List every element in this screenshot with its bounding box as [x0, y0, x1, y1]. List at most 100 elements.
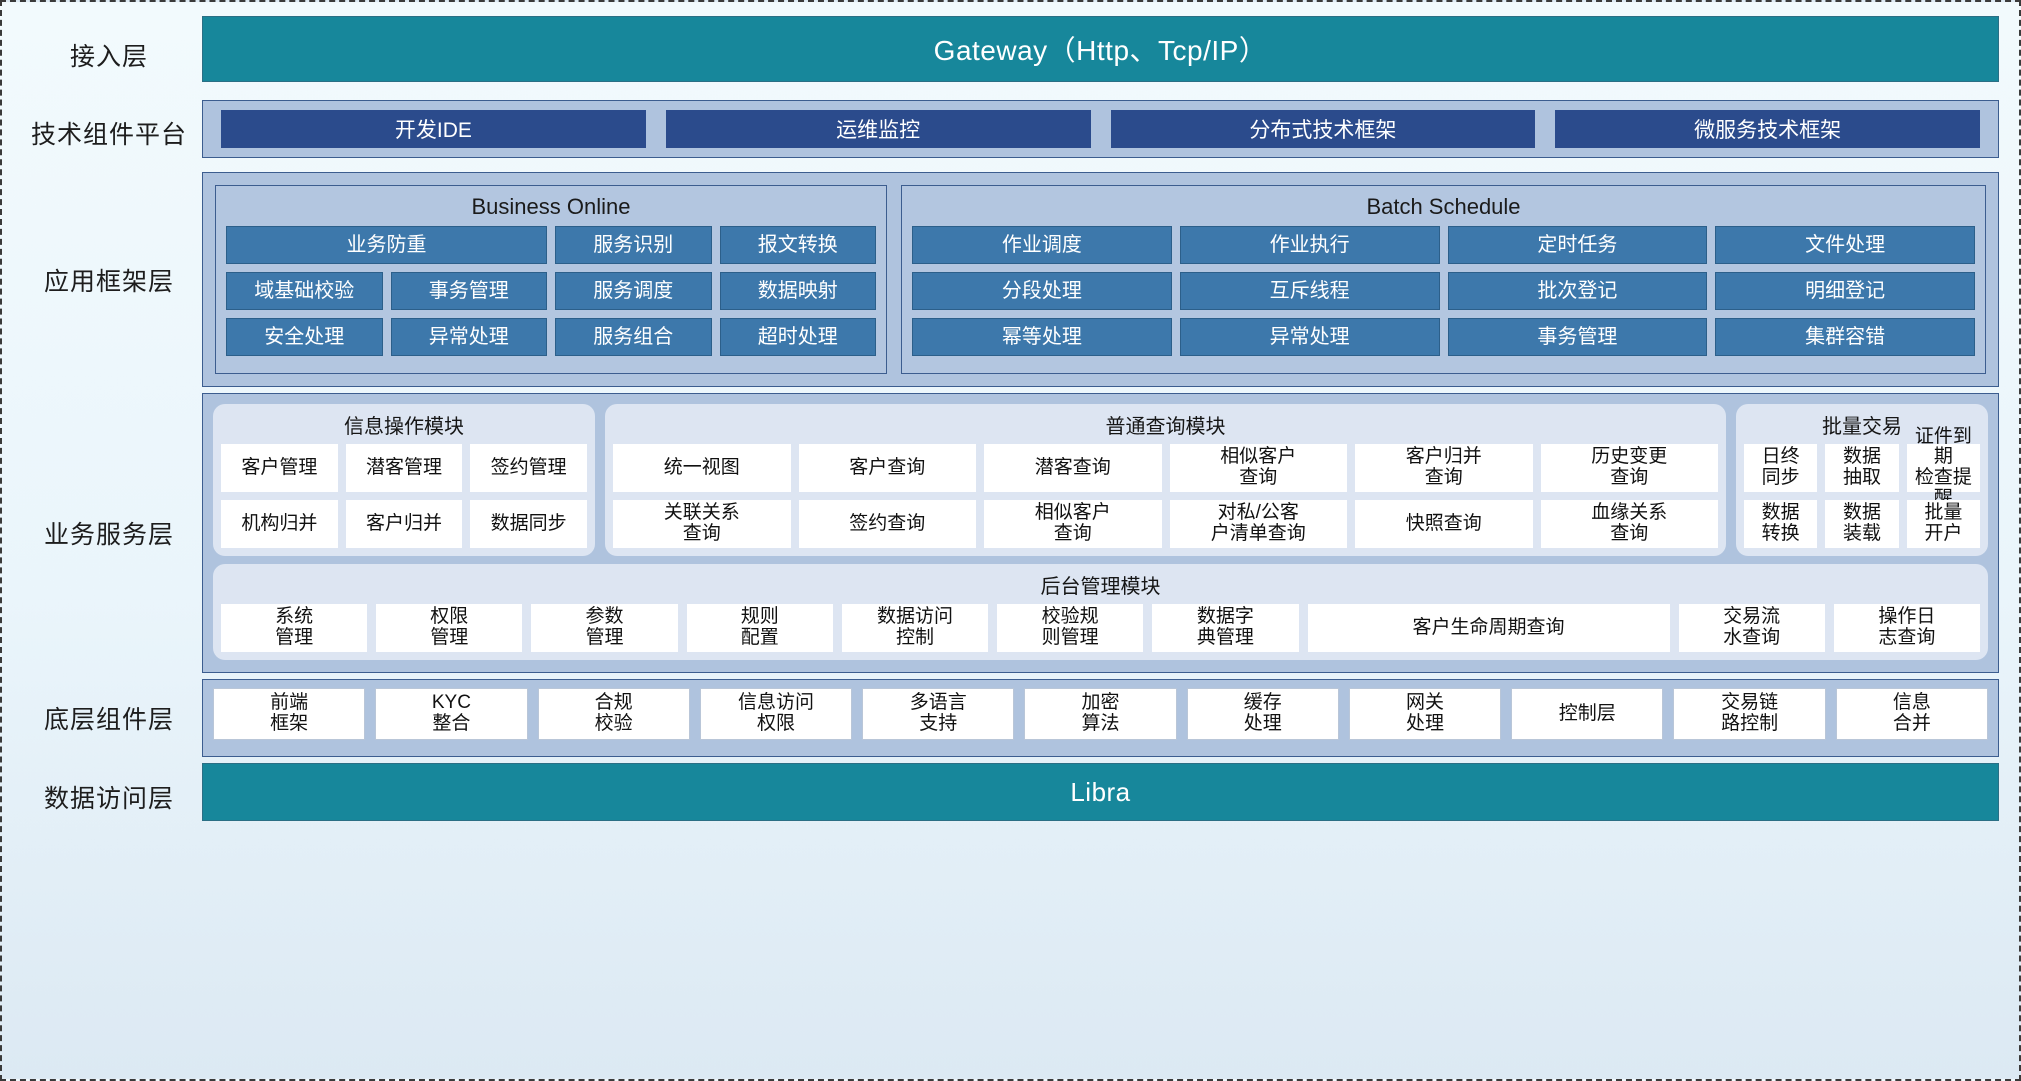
item-data-transform[interactable]: 数据转换: [1744, 500, 1818, 548]
item-customer-merge-query[interactable]: 客户归并查询: [1355, 444, 1533, 492]
group-title-batch-schedule: Batch Schedule: [1366, 194, 1521, 219]
layer-row-app-framework: 应用框架层 Business Online 业务防重 服务识别 报文转换 域基础…: [16, 172, 1999, 387]
tech-chip-microservice-framework[interactable]: 微服务技术框架: [1555, 110, 1980, 148]
item-prospect-mgmt[interactable]: 潜客管理: [345, 444, 463, 492]
item-validation-rule-mgmt[interactable]: 校验规则管理: [997, 604, 1144, 652]
item-batch-account-open[interactable]: 批量开户: [1906, 500, 1980, 548]
item-multilanguage-support[interactable]: 多语言支持: [862, 688, 1015, 740]
item-org-merge[interactable]: 机构归并: [221, 500, 338, 548]
chip-service-identify[interactable]: 服务识别: [555, 226, 712, 264]
item-transaction-chain-control[interactable]: 交易链路控制: [1673, 688, 1826, 740]
tech-chip-ide[interactable]: 开发IDE: [221, 110, 646, 148]
layer-label-tech-platform: 技术组件平台: [30, 121, 187, 149]
chip-domain-validation[interactable]: 域基础校验: [226, 272, 383, 310]
item-customer-query[interactable]: 客户查询: [798, 444, 976, 492]
libra-bar[interactable]: Libra: [202, 763, 1999, 821]
item-customer-mgmt[interactable]: 客户管理: [221, 444, 338, 492]
item-similar-customer-query-1[interactable]: 相似客户查询: [1169, 444, 1347, 492]
business-service-modules-row: 信息操作模块 客户管理 潜客管理 签约管理 机构归并 客户归并 数据同步 普通查…: [213, 404, 1988, 556]
chip-mutex-thread[interactable]: 互斥线程: [1179, 272, 1440, 310]
module-title-batch-transaction: 批量交易: [1822, 416, 1902, 438]
module-common-query: 普通查询模块 统一视图 客户查询 潜客查询 相似客户查询 客户归并查询 历史变更…: [605, 404, 1726, 556]
item-data-extract[interactable]: 数据抽取: [1825, 444, 1899, 492]
layer-row-access: 接入层 Gateway（Http、Tcp/IP）: [16, 16, 1999, 94]
item-data-access-control[interactable]: 数据访问控制: [841, 604, 989, 652]
item-control-layer[interactable]: 控制层: [1511, 688, 1664, 740]
chip-job-execute[interactable]: 作业执行: [1179, 226, 1440, 264]
item-info-access-permission[interactable]: 信息访问权限: [699, 688, 853, 740]
chip-service-composition[interactable]: 服务组合: [555, 318, 712, 356]
chip-data-mapping[interactable]: 数据映射: [719, 272, 876, 310]
item-gateway-processing[interactable]: 网关处理: [1348, 688, 1502, 740]
chip-batch-transaction-mgmt[interactable]: 事务管理: [1447, 318, 1708, 356]
chip-file-processing[interactable]: 文件处理: [1715, 226, 1975, 264]
layer-label-business-service: 业务服务层: [43, 521, 174, 549]
layer-label-component: 底层组件层: [43, 706, 174, 734]
item-unified-view[interactable]: 统一视图: [613, 444, 791, 492]
layer-label-access: 接入层: [69, 43, 148, 71]
item-similar-customer-query-2[interactable]: 相似客户查询: [984, 500, 1162, 548]
chip-exception-processing[interactable]: 异常处理: [390, 318, 547, 356]
chip-message-transform[interactable]: 报文转换: [719, 226, 876, 264]
chip-detail-registration[interactable]: 明细登记: [1715, 272, 1975, 310]
layer-row-tech-platform: 技术组件平台 开发IDE 运维监控 分布式技术框架 微服务技术框架: [16, 100, 1999, 166]
chip-business-dedup[interactable]: 业务防重: [226, 226, 547, 264]
chip-job-schedule[interactable]: 作业调度: [912, 226, 1172, 264]
group-batch-schedule: Batch Schedule 作业调度 作业执行 定时任务 文件处理 分段处理 …: [901, 185, 1986, 374]
chip-idempotent-processing[interactable]: 幂等处理: [912, 318, 1172, 356]
tech-chip-distributed-framework[interactable]: 分布式技术框架: [1110, 110, 1536, 148]
item-cache-processing[interactable]: 缓存处理: [1186, 688, 1339, 740]
item-customer-merge[interactable]: 客户归并: [345, 500, 463, 548]
batch-schedule-grid: 作业调度 作业执行 定时任务 文件处理 分段处理 互斥线程 批次登记 明细登记 …: [912, 226, 1975, 356]
chip-timeout-processing[interactable]: 超时处理: [719, 318, 876, 356]
tech-chip-ops-monitor[interactable]: 运维监控: [665, 110, 1091, 148]
item-snapshot-query[interactable]: 快照查询: [1355, 500, 1533, 548]
item-contract-query[interactable]: 签约查询: [798, 500, 976, 548]
item-operation-log-query[interactable]: 操作日志查询: [1833, 604, 1980, 652]
item-compliance-validation[interactable]: 合规校验: [537, 688, 690, 740]
item-info-merge[interactable]: 信息合并: [1835, 688, 1988, 740]
business-online-grid: 业务防重 服务识别 报文转换 域基础校验 事务管理 服务调度 数据映射 安全处理…: [226, 226, 876, 356]
module-grid-backend-admin: 系统管理 权限管理 参数管理 规则配置 数据访问控制 校验规则管理 数据字典管理…: [221, 604, 1980, 652]
item-relation-query[interactable]: 关联关系查询: [613, 500, 791, 548]
module-grid-batch-transaction: 日终同步 数据抽取 证件到期检查提醒 数据转换 数据装载 批量开户: [1744, 426, 1980, 548]
item-prospect-query[interactable]: 潜客查询: [984, 444, 1162, 492]
module-title-common-query: 普通查询模块: [1105, 416, 1226, 438]
item-data-load[interactable]: 数据装载: [1825, 500, 1899, 548]
item-history-change-query[interactable]: 历史变更查询: [1540, 444, 1718, 492]
item-data-dictionary-mgmt[interactable]: 数据字典管理: [1152, 604, 1299, 652]
item-permission-mgmt[interactable]: 权限管理: [376, 604, 523, 652]
layer-label-data-access: 数据访问层: [43, 785, 174, 813]
item-customer-lifecycle-query[interactable]: 客户生命周期查询: [1307, 604, 1670, 652]
item-data-sync[interactable]: 数据同步: [470, 500, 587, 548]
tech-platform-panel: 开发IDE 运维监控 分布式技术框架 微服务技术框架: [202, 100, 1999, 158]
chip-timed-task[interactable]: 定时任务: [1447, 226, 1708, 264]
chip-segment-processing[interactable]: 分段处理: [912, 272, 1172, 310]
gateway-bar[interactable]: Gateway（Http、Tcp/IP）: [202, 16, 1999, 82]
item-parameter-mgmt[interactable]: 参数管理: [531, 604, 678, 652]
chip-batch-registration[interactable]: 批次登记: [1447, 272, 1708, 310]
item-lineage-query[interactable]: 血缘关系查询: [1540, 500, 1718, 548]
chip-service-dispatch[interactable]: 服务调度: [555, 272, 712, 310]
item-eod-sync[interactable]: 日终同步: [1744, 444, 1818, 492]
item-frontend-framework[interactable]: 前端框架: [213, 688, 366, 740]
item-cert-expiry-reminder[interactable]: 证件到期检查提醒: [1906, 426, 1980, 508]
chip-transaction-mgmt[interactable]: 事务管理: [390, 272, 547, 310]
layer-row-business-service: 业务服务层 信息操作模块 客户管理 潜客管理 签约管理 机构归并 客户归并 数据…: [16, 393, 1999, 673]
layer-row-data-access: 数据访问层 Libra: [16, 763, 1999, 831]
chip-security-processing[interactable]: 安全处理: [226, 318, 383, 356]
app-framework-panel: Business Online 业务防重 服务识别 报文转换 域基础校验 事务管…: [202, 172, 1999, 387]
item-rule-config[interactable]: 规则配置: [686, 604, 833, 652]
chip-batch-exception-processing[interactable]: 异常处理: [1179, 318, 1440, 356]
item-system-mgmt[interactable]: 系统管理: [221, 604, 368, 652]
item-contract-mgmt[interactable]: 签约管理: [470, 444, 587, 492]
chip-cluster-fault-tolerance[interactable]: 集群容错: [1715, 318, 1975, 356]
item-transaction-flow-query[interactable]: 交易流水查询: [1678, 604, 1825, 652]
item-encryption-algorithm[interactable]: 加密算法: [1024, 688, 1177, 740]
business-service-panel: 信息操作模块 客户管理 潜客管理 签约管理 机构归并 客户归并 数据同步 普通查…: [202, 393, 1999, 673]
item-personal-corporate-list-query[interactable]: 对私/公客户清单查询: [1169, 500, 1347, 548]
